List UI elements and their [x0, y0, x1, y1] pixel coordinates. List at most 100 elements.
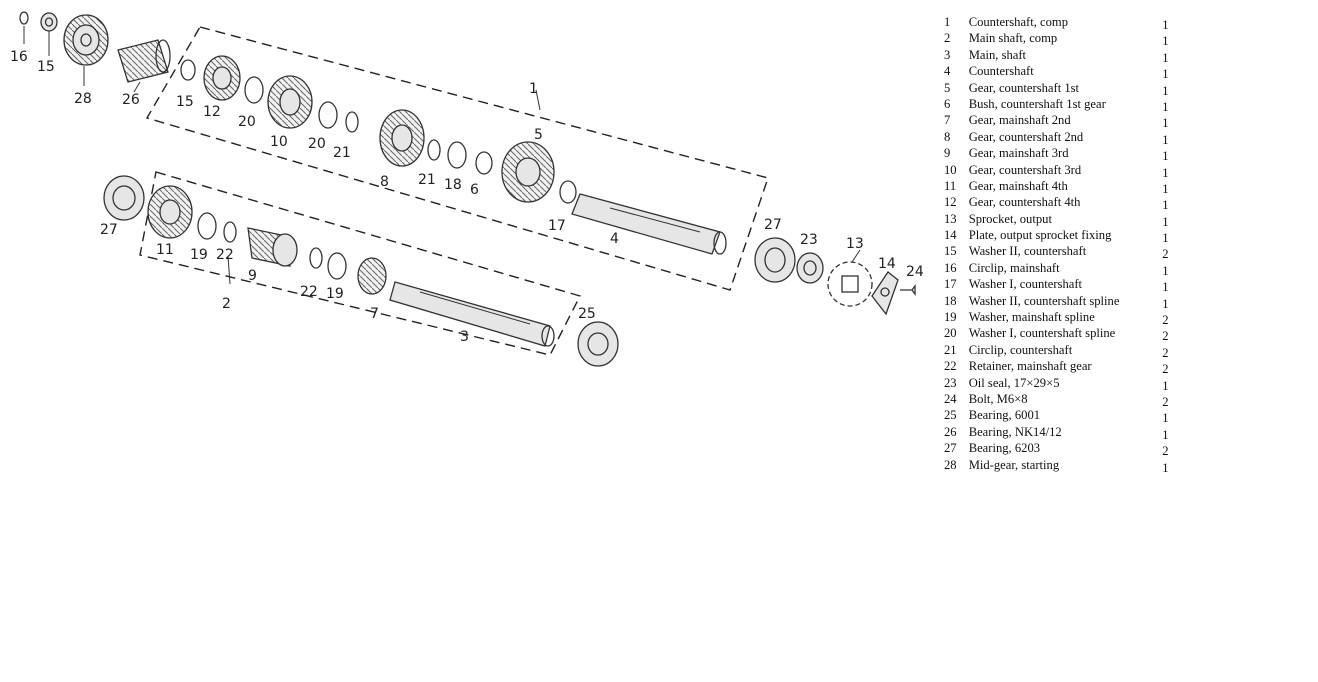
part-quantity: 1: [1162, 378, 1169, 393]
part-quantity: 2: [1162, 247, 1169, 262]
callout: 6: [470, 182, 479, 198]
callout: 12: [203, 104, 221, 120]
part-washer-15-top: [40, 12, 58, 32]
callout: 10: [270, 134, 288, 150]
part-quantity: 1: [1162, 427, 1169, 442]
part-gear-9: [247, 227, 298, 267]
part-description: Washer I, countershaft spline: [968, 326, 1116, 341]
part-description: Bush, countershaft 1st gear: [968, 96, 1106, 111]
part-number: 22: [944, 359, 957, 374]
parts-row: 24 Bolt, M6×8 2: [936, 391, 1176, 409]
part-quantity: 1: [1162, 50, 1169, 65]
part-quantity: 1: [1162, 99, 1169, 114]
part-description: Countershaft, comp: [968, 15, 1069, 29]
part-description: Main, shaft: [968, 47, 1027, 62]
part-description: Gear, mainshaft 4th: [968, 178, 1068, 193]
parts-row: 8 Gear, countershaft 2nd 1: [936, 129, 1176, 147]
part-bearing-25: [577, 321, 619, 367]
part-mainshaft-3: [389, 281, 555, 347]
part-number: 26: [944, 424, 957, 439]
part-quantity: 2: [1162, 444, 1169, 459]
part-quantity: 2: [1162, 394, 1169, 409]
callout: 28: [74, 91, 92, 107]
part-quantity: 1: [1162, 132, 1169, 147]
part-countershaft-4: [571, 193, 727, 255]
part-description: Retainer, mainshaft gear: [968, 359, 1092, 374]
part-gear-7: [357, 257, 387, 295]
part-description: Plate, output sprocket fixing: [968, 228, 1112, 243]
part-number: 4: [944, 64, 951, 79]
part-quantity: 1: [1162, 83, 1169, 98]
callout: 27: [764, 217, 782, 233]
part-quantity: 2: [1162, 362, 1169, 377]
part-description: Washer II, countershaft: [968, 244, 1087, 259]
part-description: Circlip, countershaft: [968, 342, 1073, 357]
callout: 21: [418, 172, 436, 188]
part-quantity: 1: [1162, 460, 1169, 475]
part-quantity: 1: [1162, 165, 1169, 180]
part-quantity: 1: [1162, 198, 1169, 213]
callout: 11: [156, 242, 174, 258]
part-number: 20: [944, 326, 957, 341]
part-description: Gear, countershaft 2nd: [968, 129, 1084, 144]
part-midgear-28: [63, 14, 109, 66]
part-bolt-24: [900, 284, 916, 296]
part-description: Gear, mainshaft 3rd: [968, 146, 1069, 161]
part-description: Bolt, M6×8: [968, 391, 1028, 406]
callout: 7: [370, 306, 379, 322]
part-quantity: 2: [1162, 329, 1169, 344]
part-description: Washer II, countershaft spline: [968, 293, 1120, 308]
part-quantity: 1: [1162, 296, 1169, 311]
part-number: 9: [944, 146, 951, 161]
callout: 13: [846, 236, 864, 252]
part-gear-12: [203, 55, 241, 101]
part-quantity: 1: [1162, 149, 1169, 164]
part-number: 7: [944, 113, 951, 128]
part-circlip-16: [19, 11, 29, 25]
parts-row: 17 Washer I, countershaft 1: [936, 276, 1176, 295]
callout: 24: [906, 264, 924, 280]
part-number: 24: [944, 391, 957, 406]
part-number: 23: [944, 375, 957, 390]
part-description: Bearing, NK14/12: [968, 424, 1062, 439]
part-description: Main shaft, comp: [968, 31, 1058, 46]
part-number: 2: [944, 31, 951, 46]
part-description: Washer, mainshaft spline: [968, 310, 1095, 325]
part-description: Bearing, 6001: [968, 408, 1041, 423]
part-gear-8: [379, 109, 425, 167]
callout: 26: [122, 92, 140, 108]
part-description: Gear, countershaft 3rd: [968, 162, 1082, 177]
part-quantity: 1: [1162, 263, 1169, 278]
part-number: 11: [944, 178, 957, 193]
callout: 23: [800, 232, 818, 248]
part-bearing-27-right: [754, 237, 796, 283]
callout: 22: [300, 284, 318, 300]
callout-labels: 16 15 28 26 15 12 20 10 20 21 8 21 18 6 …: [10, 49, 924, 345]
callout: 21: [333, 145, 351, 161]
part-number: 17: [944, 277, 957, 292]
callout: 19: [190, 247, 208, 263]
part-number: 8: [944, 129, 951, 144]
part-description: Washer I, countershaft: [968, 277, 1083, 292]
part-number: 1: [944, 15, 951, 29]
callout: 22: [216, 247, 234, 263]
mainshaft-assembly-outline: [139, 171, 582, 356]
parts-row: 22 Retainer, mainshaft gear 2: [936, 358, 1176, 377]
part-description: Bearing, 6203: [968, 441, 1041, 456]
callout: 8: [380, 174, 389, 190]
part-quantity: 1: [1162, 280, 1169, 295]
